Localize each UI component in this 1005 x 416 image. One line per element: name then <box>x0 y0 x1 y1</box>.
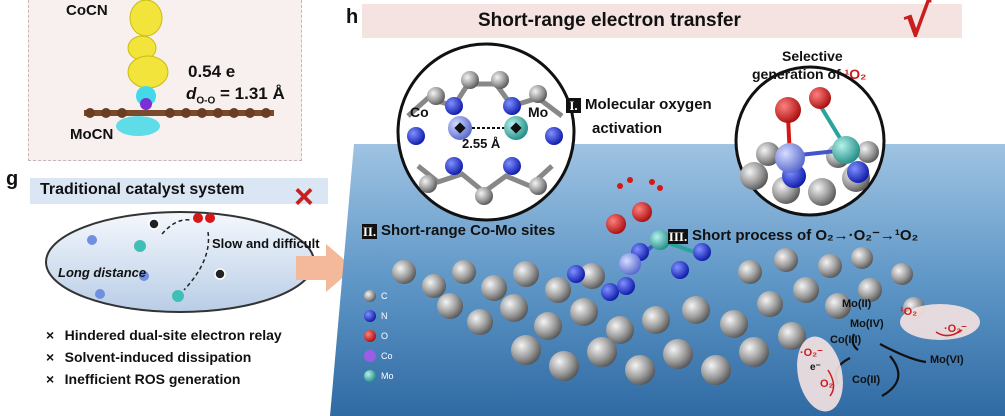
panel-g-title: Traditional catalyst system <box>40 181 245 198</box>
drawback-text-2: Solvent-induced dissipation <box>64 349 252 365</box>
cycle-mo6: Mo(VI) <box>930 354 964 366</box>
co-atom <box>140 98 152 110</box>
electron-2-icon <box>214 268 226 280</box>
distance-symbol: d <box>186 84 197 103</box>
electron-1-icon <box>148 218 160 230</box>
step-2: II. Short-range Co-Mo sites <box>362 222 555 239</box>
co-site-1 <box>87 235 97 245</box>
charge-lobe-cyan-bottom <box>116 116 160 136</box>
cross-mark-icon: × <box>294 178 314 216</box>
cycle-co3: Co(III) <box>830 334 862 346</box>
distance-value: = 1.31 Å <box>220 84 285 103</box>
drawback-mark-1: × <box>46 327 55 343</box>
legend-n-label: N <box>381 311 388 321</box>
cycle-superoxide-right: ·O₂⁻ <box>944 323 967 335</box>
cycle-singlet: ¹O₂ <box>900 306 918 318</box>
step-3-number: III. <box>668 228 688 244</box>
legend-mo-label: Mo <box>381 371 394 381</box>
traditional-catalyst-illustration <box>45 211 315 313</box>
legend-co-label: Co <box>381 351 393 361</box>
distance-subscript: O-O <box>196 95 216 107</box>
inset-co-label: Co <box>410 104 429 120</box>
mo-site-2 <box>172 290 184 302</box>
cycle-mo4: Mo(IV) <box>850 318 884 330</box>
cycle-o2: O₂ <box>820 378 834 390</box>
drawback-mark-3: × <box>46 371 55 387</box>
panel-h-letter: h <box>346 6 359 28</box>
superoxide-oval <box>797 336 843 412</box>
legend-c-dot <box>364 290 376 302</box>
legend-co-dot <box>364 350 376 362</box>
co-site-2 <box>139 271 149 281</box>
co-site-3 <box>95 289 105 299</box>
mo-site-1 <box>134 240 146 252</box>
legend-c-label: C <box>381 291 388 301</box>
panel-h-banner <box>362 4 962 38</box>
step-1-text: Molecular oxygen <box>585 96 712 113</box>
step-3-text: Short process of O₂→·O₂⁻→¹O₂ <box>692 227 919 244</box>
drawback-2: × Solvent-induced dissipation <box>46 349 251 367</box>
singlet-oxygen-oval <box>900 304 980 340</box>
panel-arrow-icon <box>296 244 354 292</box>
legend-n-dot <box>364 310 376 322</box>
charge-density-illustration <box>84 0 274 136</box>
legend-o-label: O <box>381 331 389 341</box>
drawback-3: × Inefficient ROS generation <box>46 371 240 389</box>
panel-g-banner <box>30 178 328 204</box>
long-distance-label: Long distance <box>58 265 147 280</box>
co-mo-active-site <box>567 177 711 301</box>
legend-o-dot <box>364 330 376 342</box>
oo-distance: dO-O = 1.31 Å <box>186 84 285 106</box>
o2-molecule-icon <box>193 213 215 223</box>
selective-generation-inset <box>734 65 886 217</box>
mocn-label: MoCN <box>70 126 114 143</box>
drawback-1: × Hindered dual-site electron relay <box>46 327 282 345</box>
panel-g-letter: g <box>6 168 19 190</box>
step-3: III.Short process of O₂→·O₂⁻→¹O₂ <box>668 226 918 244</box>
charge-value: 0.54 e <box>188 62 236 81</box>
drawback-text-3: Inefficient ROS generation <box>64 371 241 387</box>
carbon-sheet <box>392 247 925 385</box>
charge-lobe-top <box>129 0 163 37</box>
step-1-line-1: I.Molecular oxygen <box>566 96 712 113</box>
co-mo-structure-inset <box>396 42 576 222</box>
mocn-sheet <box>84 108 274 118</box>
step-2-text: Short-range Co-Mo sites <box>381 222 556 239</box>
selective-text: generation of <box>752 66 845 82</box>
transfer-arrow-top <box>161 219 191 235</box>
selective-line-1: Selective <box>782 48 843 64</box>
cycle-superoxide-left: ·O₂⁻ <box>800 347 823 359</box>
selective-line-2: generation of ¹O₂ <box>752 66 866 82</box>
inset-mo-label: Mo <box>528 104 549 120</box>
step-2-number: II. <box>362 223 377 239</box>
drawback-mark-2: × <box>46 349 55 365</box>
step-1-number: I. <box>566 97 581 113</box>
check-mark-icon: √ <box>902 0 932 47</box>
cycle-mo2: Mo(II) <box>842 298 872 310</box>
step-1-line-2: activation <box>592 120 663 137</box>
cycle-electron: e⁻ <box>810 362 821 373</box>
panel-h-title: Short-range electron transfer <box>478 10 741 31</box>
cocn-label: CoCN <box>66 2 108 19</box>
slow-difficult-label: Slow and difficult <box>212 236 320 251</box>
selective-product: ¹O₂ <box>844 66 867 82</box>
charge-lobe-middle <box>127 55 169 89</box>
inset-distance-label: 2.55 Å <box>462 136 501 151</box>
transfer-arrow-down <box>183 231 210 291</box>
drawback-text-1: Hindered dual-site electron relay <box>64 327 282 343</box>
legend-mo-dot <box>364 370 376 382</box>
cycle-co2: Co(II) <box>852 374 881 386</box>
